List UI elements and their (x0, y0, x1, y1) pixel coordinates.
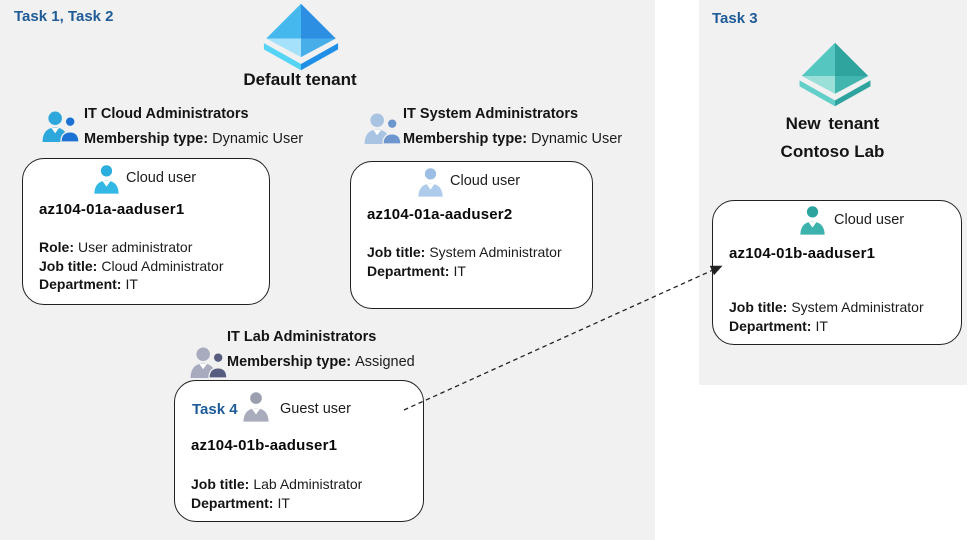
user-type-label: Cloud user (126, 170, 197, 186)
icon-face-upper-right (835, 42, 869, 76)
group-icon-body-small (60, 131, 79, 142)
icon-face-lower-left (266, 38, 301, 58)
icon-face-lower-right (835, 75, 869, 94)
membership-type-label: Membership type: (403, 131, 528, 147)
user-icon-collar (426, 184, 435, 190)
new-tenant-title-line1: New tenant (785, 114, 880, 133)
group-name-system-admins: IT System Administrators (403, 106, 579, 122)
group-icon-head-small (212, 352, 224, 364)
group-icon-lab-admins (190, 347, 227, 378)
user-icon-body (94, 180, 119, 194)
user-name: az104-01a-aaduser1 (39, 201, 185, 218)
user-icon-body (800, 221, 825, 235)
group-icon-body-small (208, 367, 227, 378)
user-icon-body (243, 408, 269, 422)
user-fields: Job title:Lab Administrator Department:I… (191, 475, 362, 512)
user-icon-head (100, 165, 113, 177)
user-icon-body (418, 183, 443, 197)
group-membership-cloud-admins: Membership type:Dynamic User (84, 131, 303, 147)
group-membership-system-admins: Membership type:Dynamic User (403, 131, 622, 147)
new-tenant-user-card: Cloud user az104-01b-aaduser1 Job title:… (712, 200, 962, 345)
icon-band-right (835, 80, 871, 107)
new-tenant-title-line2: Contoso Lab (780, 142, 885, 161)
membership-type-value: Dynamic User (531, 131, 623, 147)
guest-user-card: Task 4 Guest user az104-01b-aaduser1 Job… (174, 380, 424, 522)
membership-type-label: Membership type: (84, 131, 209, 147)
icon-face-upper-right (301, 3, 336, 39)
icon-face-lower-left (801, 75, 835, 94)
user-icon-head (806, 206, 819, 218)
group-icon-head-small (386, 118, 398, 130)
azure-ad-new-tenant-icon (798, 42, 872, 107)
membership-type-label: Membership type: (227, 354, 352, 370)
group-icon-collar-large (51, 128, 59, 134)
default-tenant-title: Default tenant (243, 70, 357, 89)
cloud-user-icon (799, 205, 826, 235)
user-icon-head (250, 392, 262, 404)
field-department: Department:IT (367, 262, 466, 279)
azure-ad-tenant-icon (262, 3, 340, 71)
field-job-title: Job title:System Administrator (367, 244, 562, 260)
user-icon-collar (808, 222, 817, 228)
group-icon-cloud-admins (42, 111, 79, 142)
field-job-title: Job title:System Administrator (729, 299, 924, 315)
field-job-title: Job title:Lab Administrator (191, 476, 363, 492)
user-icon-collar (251, 408, 261, 415)
membership-type-value: Dynamic User (212, 131, 304, 147)
user-type-label: Cloud user (450, 173, 521, 189)
icon-band-left (263, 43, 301, 71)
user-type-label: Cloud user (834, 212, 905, 228)
user-icon-head (424, 168, 437, 180)
group-name-cloud-admins: IT Cloud Administrators (84, 106, 249, 122)
task-1-2-label: Task 1, Task 2 (14, 8, 114, 25)
group-membership-lab-admins: Membership type:Assigned (227, 354, 415, 370)
group-icon-head-large (370, 113, 384, 128)
icon-face-lower-right (301, 38, 336, 58)
membership-type-value: Assigned (355, 354, 415, 370)
cloud-user-icon (93, 164, 120, 194)
icon-band-left (799, 80, 835, 107)
group-name-lab-admins: IT Lab Administrators (227, 329, 377, 345)
group-icon-collar-large (373, 130, 381, 136)
field-department: Department:IT (39, 276, 138, 292)
group-icon-body-small (382, 133, 401, 144)
user-fields: Job title:System Administrator Departmen… (367, 243, 562, 280)
icon-face-upper-left (266, 3, 301, 39)
group-icon-head-large (196, 347, 210, 362)
user-type-label: Guest user (280, 401, 351, 417)
user-card-aaduser2: Cloud user az104-01a-aaduser2 Job title:… (350, 161, 593, 309)
field-department: Department:IT (191, 494, 290, 511)
group-icon-system-admins (364, 113, 401, 144)
user-name: az104-01b-aaduser1 (729, 245, 876, 262)
user-fields: Job title:System Administrator Departmen… (729, 298, 924, 335)
user-fields: Role:User administrator Job title:Cloud … (39, 238, 224, 294)
user-icon-collar (102, 181, 111, 187)
guest-user-icon (242, 391, 270, 422)
user-card-aaduser1: Cloud user az104-01a-aaduser1 Role:User … (22, 158, 270, 305)
user-name: az104-01b-aaduser1 (191, 437, 338, 454)
task-4-label: Task 4 (192, 401, 238, 418)
group-icon-head-small (64, 116, 76, 128)
field-job-title: Job title:Cloud Administrator (39, 257, 224, 274)
cloud-user-icon (417, 167, 444, 197)
group-icon-head-large (48, 111, 62, 126)
icon-face-upper-left (801, 42, 835, 76)
icon-band-right (301, 43, 339, 71)
field-department: Department:IT (729, 317, 828, 334)
task-3-label: Task 3 (712, 10, 758, 27)
group-icon-collar-large (199, 364, 207, 370)
field-role: Role:User administrator (39, 239, 193, 255)
user-name: az104-01a-aaduser2 (367, 206, 513, 223)
